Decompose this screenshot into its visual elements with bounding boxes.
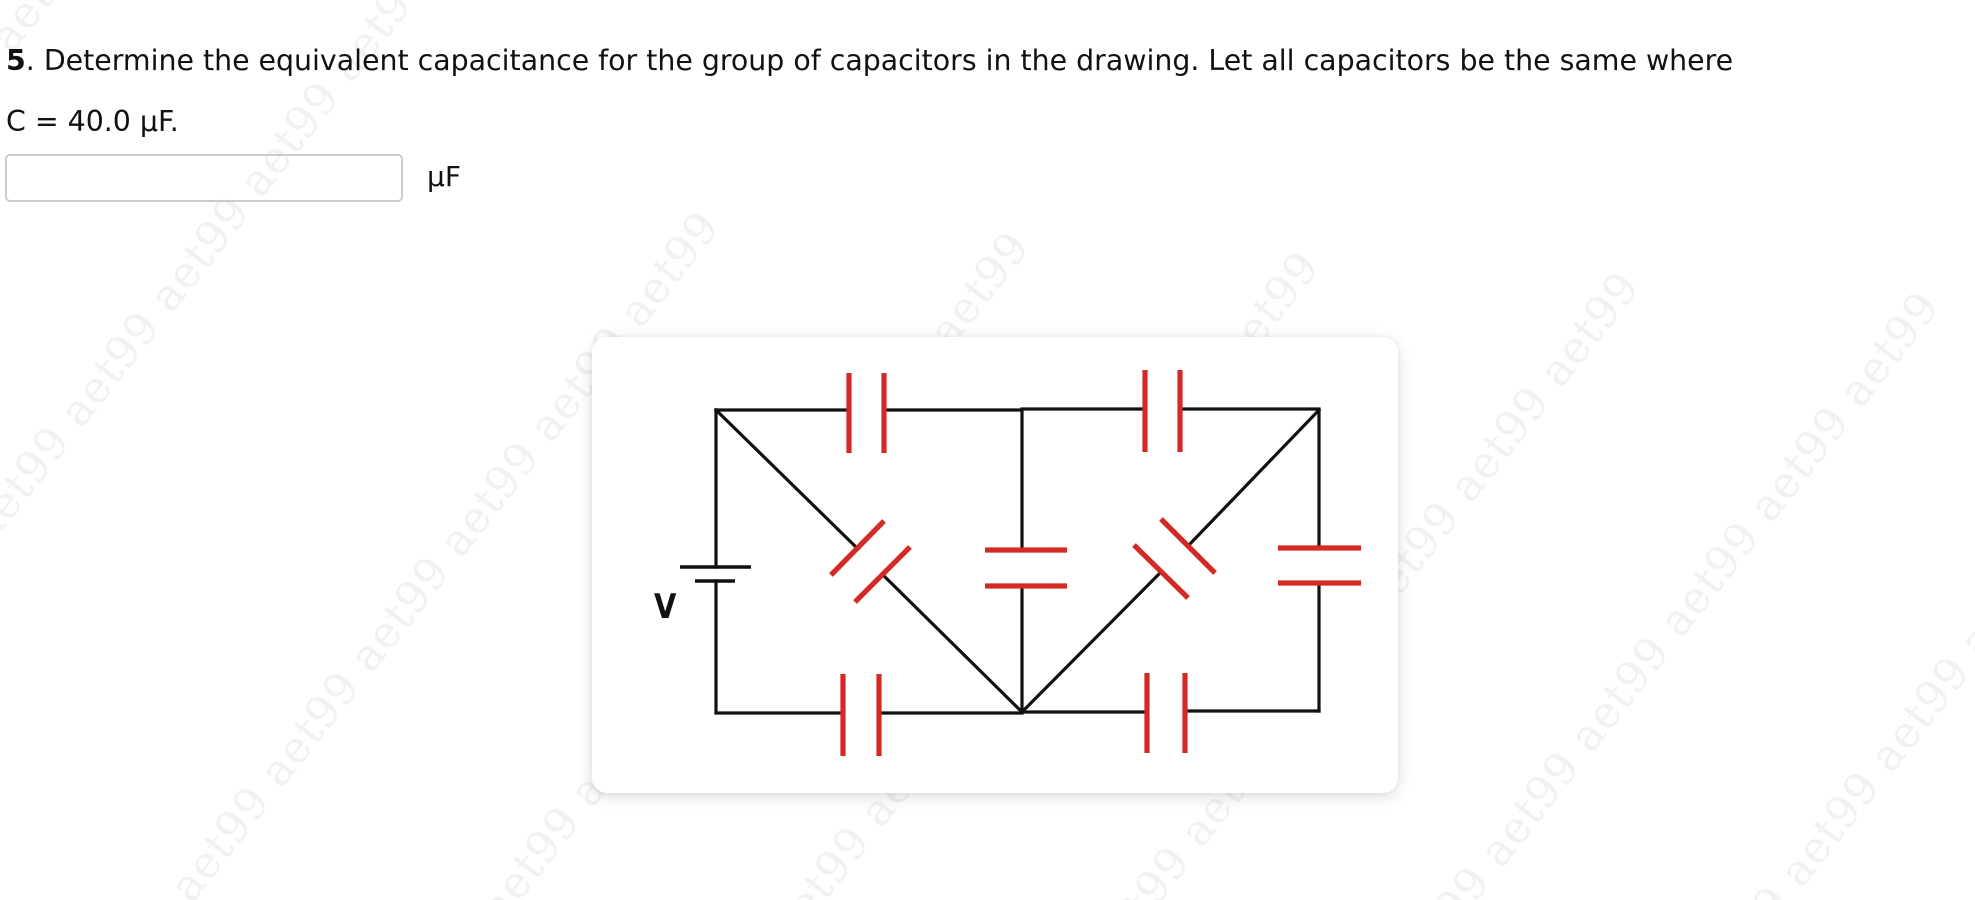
- capacitor-top-right: [1142, 370, 1183, 452]
- capacitors: [829, 370, 1361, 756]
- circuit-figure: V: [592, 337, 1398, 793]
- watermark-text: aet99 aet99 aet99 aet99 aet99 aet99: [1680, 302, 1975, 900]
- unit-label: µF: [427, 159, 461, 193]
- capacitor-top-left: [846, 373, 887, 453]
- capacitor-bottom-left: [840, 674, 882, 756]
- capacitor-bottom-right: [1144, 673, 1188, 753]
- question-number: 5: [6, 44, 26, 77]
- capacitor-center-vertical: [985, 547, 1067, 589]
- answer-input[interactable]: [5, 154, 403, 202]
- capacitor-right-vertical: [1278, 545, 1361, 586]
- circuit-diagram: [680, 370, 1361, 756]
- capacitor-right-diagonal: [1132, 517, 1217, 600]
- battery-icon: [680, 565, 751, 583]
- capacitor-left-diagonal: [829, 519, 912, 604]
- wires: [713, 407, 1322, 715]
- watermark-text: aet99 aet99 aet99 aet99 aet99 aet99: [1380, 281, 1951, 900]
- question-prompt: . Determine the equivalent capacitance f…: [25, 44, 1734, 77]
- voltage-source-label: V: [654, 587, 677, 627]
- question-text: 5. Determine the equivalent capacitance …: [6, 30, 1971, 152]
- question-given-value: C = 40.0 µF.: [6, 105, 179, 138]
- question-line-1: 5. Determine the equivalent capacitance …: [6, 30, 1971, 91]
- answer-row: µF: [5, 152, 461, 204]
